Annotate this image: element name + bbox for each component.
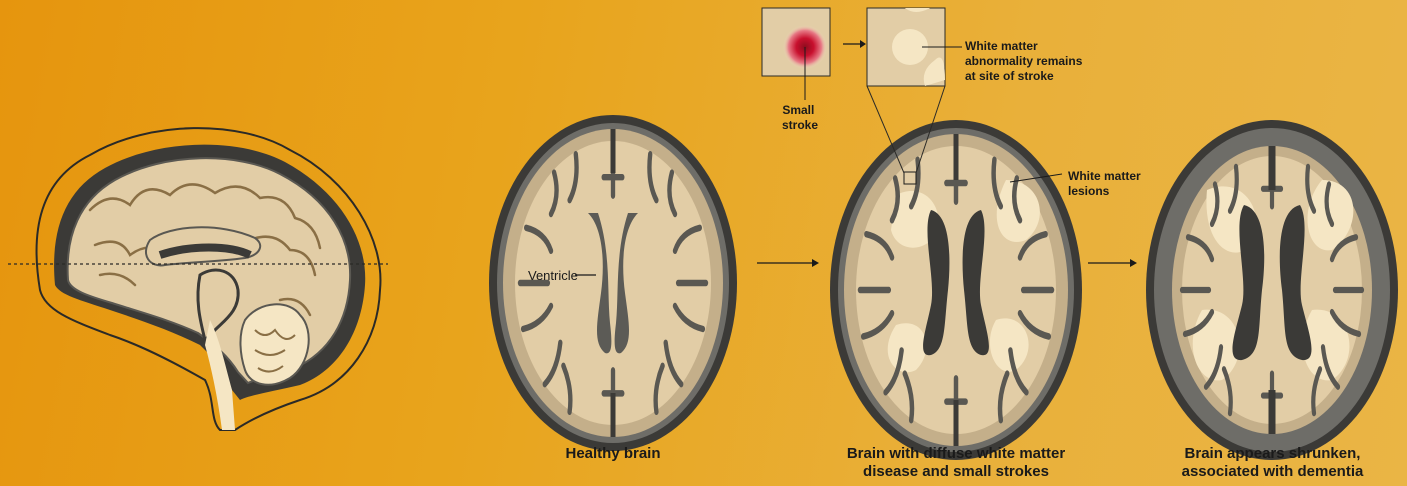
progression-arrow-1 [757,259,819,267]
progression-arrow-2 [1088,259,1137,267]
wm-lesions-label: White matter lesions [1068,169,1144,198]
small-stroke-inset [762,8,830,100]
diffuse-wm-brain [830,120,1082,460]
healthy-brain [489,115,737,451]
ventricle-label: Ventricle [528,268,578,283]
small-stroke-label: Small stroke [782,103,818,132]
caption-diffuse: Brain with diffuse white matter disease … [806,445,1106,481]
shrunken-brain [1146,120,1398,460]
caption-shrunken: Brain appears shrunken, associated with … [1150,445,1395,481]
caption-healthy: Healthy brain [513,445,713,463]
wm-abnormality-label: White matter abnormality remains at site… [965,39,1086,83]
sagittal-brain-illustration [8,128,388,430]
